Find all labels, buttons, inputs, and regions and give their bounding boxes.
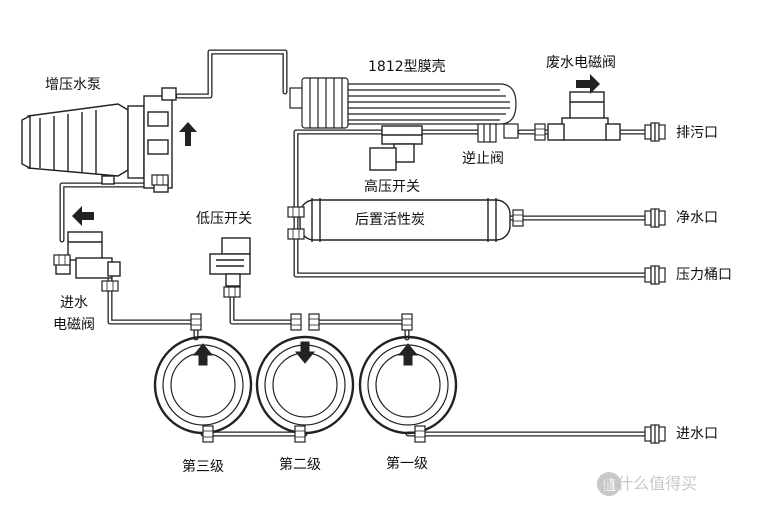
water-inlet-label: 进水口 — [676, 426, 718, 442]
outlet-ports — [644, 122, 666, 444]
low-pressure-switch-label: 低压开关 — [196, 211, 252, 227]
membrane-housing — [289, 77, 519, 139]
inlet-flow-arrow — [72, 206, 94, 226]
booster-pump-label: 增压水泵 — [45, 77, 101, 93]
stage-two-filter — [255, 335, 355, 435]
drain-outlet-label: 排污口 — [676, 125, 718, 141]
check-valve-label: 逆止阀 — [462, 151, 504, 167]
waste-solenoid-label: 废水电磁阀 — [546, 55, 616, 71]
high-pressure-switch-label: 高压开关 — [364, 179, 420, 195]
stage-two-label: 第二级 — [279, 457, 321, 473]
pure-water-outlet-label: 净水口 — [676, 210, 718, 226]
booster-pump — [21, 87, 177, 193]
inlet-solenoid-label-1: 进水 — [60, 295, 88, 311]
check-valve — [477, 123, 497, 143]
watermark-text: 值 什么值得买 — [596, 474, 698, 493]
pump-flow-arrow — [179, 122, 197, 146]
post-carbon-filter — [299, 198, 511, 242]
stage-three-label: 第三级 — [182, 459, 224, 475]
waste-solenoid-valve — [547, 91, 621, 141]
svg-text:值: 值 — [602, 478, 616, 494]
waste-flow-arrow — [576, 74, 600, 94]
smzdm-logo-icon: 值 — [597, 472, 621, 496]
stage-one-filter — [358, 335, 458, 435]
post-carbon-label: 后置活性炭 — [355, 212, 425, 228]
membrane-housing-label: 1812型膜壳 — [368, 59, 446, 75]
low-pressure-switch — [209, 237, 251, 287]
pressure-tank-outlet-label: 压力桶口 — [676, 267, 732, 283]
high-pressure-switch — [369, 125, 423, 171]
stage-three-filter — [153, 335, 253, 435]
stage-one-label: 第一级 — [386, 456, 428, 472]
inlet-solenoid-label-2: 电磁阀 — [53, 317, 95, 333]
